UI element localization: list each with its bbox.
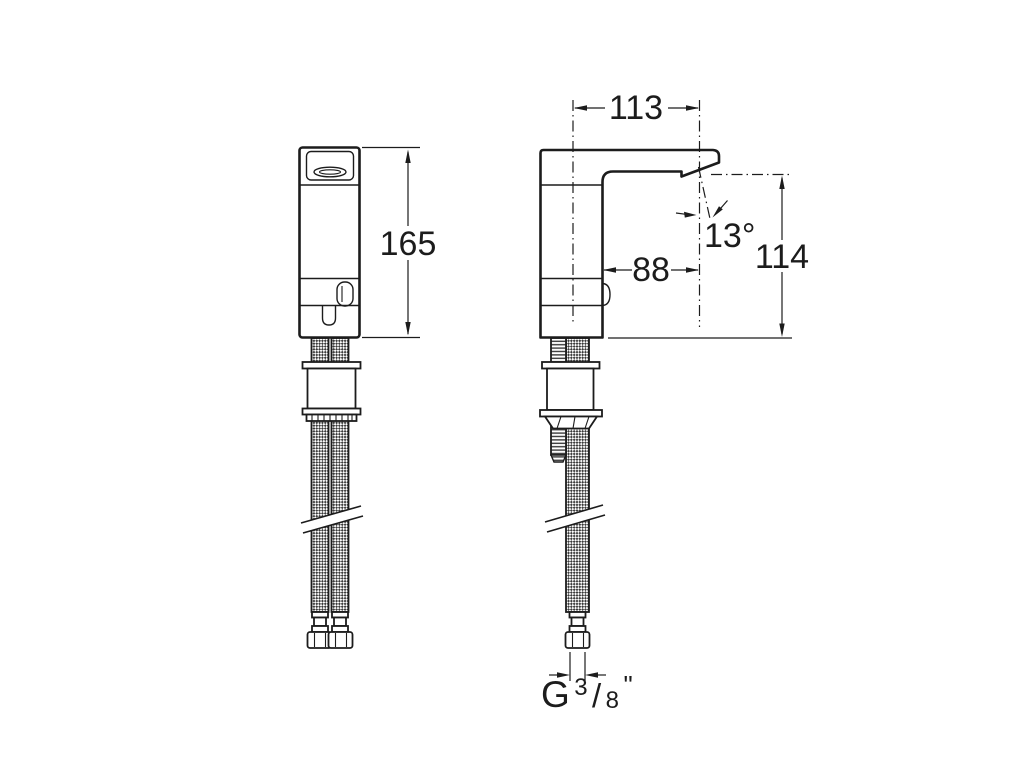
side-button-profile [602,282,611,307]
side-break-symbol [544,504,606,533]
dim-label-13deg: 13° [704,217,755,255]
front-mounting-sleeve [306,367,357,410]
dimension-114: 114 [608,175,809,339]
dimension-angle-13: 13° [675,200,755,255]
dimension-thread-g38: G 3 / 8 " [541,652,633,715]
side-mounting-sleeve [546,367,595,411]
aerator-inner [318,169,342,175]
stud-tip [549,454,568,463]
front-view [298,146,364,649]
dimension-165: 165 [362,146,437,339]
side-mounting-nut [539,409,603,430]
side-button-front [336,281,354,307]
dim-label-165: 165 [380,225,437,263]
spray-angle-line [697,166,712,222]
dimension-113: 113 [573,89,700,127]
front-mounting-nut [301,407,362,422]
sensor-window [321,305,337,326]
hex-nut [327,631,354,649]
dim-label-88: 88 [632,251,670,289]
side-hose-fitting [564,611,591,649]
side-body-outline [539,148,721,339]
side-washer [541,361,601,370]
dimension-88: 88 [603,251,699,289]
dim-label-113: 113 [609,89,663,127]
front-spout-face [305,150,355,181]
aerator-outline [313,166,347,178]
front-hose-fitting-right [327,611,354,649]
hex-nut [564,631,591,649]
dim-label-114: 114 [755,238,809,276]
front-body-outline [298,146,361,339]
front-washer [301,361,362,370]
front-break-symbol [300,505,364,534]
side-view [539,100,791,649]
dim-label-g38: G 3 / 8 " [541,670,633,715]
